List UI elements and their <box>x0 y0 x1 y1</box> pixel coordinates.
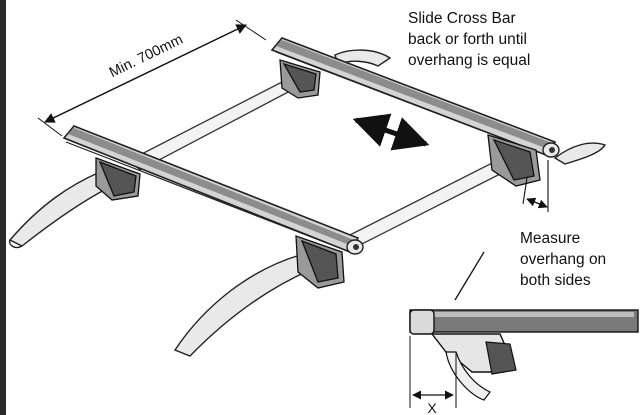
foot-bottom-right <box>295 235 345 289</box>
overhang-measure-marker <box>522 160 549 212</box>
dimension-min-700mm <box>37 19 267 137</box>
instruction-measure-line-1: Measure <box>520 230 581 247</box>
cross-bar-bottom <box>62 125 364 255</box>
roof-rail-left-back <box>173 254 312 357</box>
foot-bottom-left <box>95 157 141 201</box>
leader-line <box>454 251 485 301</box>
cross-bar-top <box>270 37 560 158</box>
instruction-measure-overhang: Measure overhang on both sides <box>520 228 606 291</box>
side-rail-front <box>128 81 294 171</box>
overhang-x-label: X <box>427 400 437 415</box>
instruction-slide-line-1: Slide Cross Bar <box>408 10 516 27</box>
instruction-measure-line-2: overhang on <box>520 251 607 268</box>
inset-detail <box>409 309 639 408</box>
instruction-slide-cross-bar: Slide Cross Bar back or forth until over… <box>408 8 530 71</box>
foot-top-right <box>487 134 541 187</box>
instruction-slide-line-3: overhang is equal <box>408 52 531 69</box>
side-rail-back <box>338 159 510 251</box>
roof-rail-left-front <box>8 171 109 249</box>
slide-double-arrow-icon <box>352 113 430 151</box>
foot-top-left <box>279 59 321 99</box>
instruction-measure-line-3: both sides <box>520 272 591 289</box>
image-left-border <box>0 0 6 415</box>
roof-rail-right-back <box>553 142 607 165</box>
instruction-slide-line-2: back or forth until <box>408 31 527 48</box>
